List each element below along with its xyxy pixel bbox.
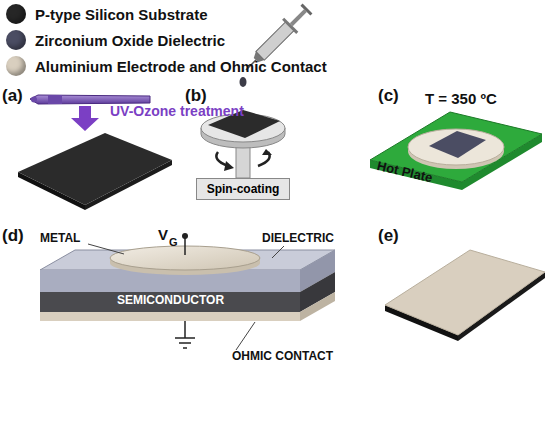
substrate-e: [385, 250, 545, 341]
voltage-subscript: G: [169, 236, 178, 249]
legend-swatch: [6, 56, 26, 76]
process-label: UV-Ozone treatment: [110, 103, 244, 119]
layer-label: DIELECTRIC: [262, 232, 334, 246]
layer-label: SEMICONDUCTOR: [117, 294, 224, 308]
layer-label: OHMIC CONTACT: [232, 350, 333, 364]
drop: [240, 77, 247, 87]
legend-text: Aluminium Electrode and Ohmic Contact: [35, 58, 327, 75]
legend-swatch: [6, 4, 26, 24]
hot-plate-shape: [365, 108, 547, 204]
hot-plate: Hot Plate: [365, 108, 547, 204]
temperature-label: T = 350 ºC: [425, 90, 497, 107]
uv-lamp: [30, 95, 150, 104]
panel-letter: (c): [378, 86, 399, 106]
panel-letter: (a): [2, 86, 23, 106]
coated-substrate: [429, 131, 486, 158]
plate-disk: [408, 129, 504, 165]
node-text: Spin-coating: [207, 182, 280, 196]
process-box: Spin-coating: [196, 178, 290, 200]
legend-text: Zirconium Oxide Dielectric: [35, 32, 225, 49]
panel-letter: (b): [185, 86, 207, 106]
legend-swatch: [6, 30, 26, 50]
mos-cross-section: [40, 233, 335, 350]
panel-letter: (e): [378, 226, 399, 246]
uv-arrow: [71, 106, 99, 131]
legend-entry: P-type Silicon Substrate: [6, 4, 208, 24]
substrate-a: [18, 133, 172, 210]
layer-label: METAL: [40, 232, 80, 246]
panel-letter: (d): [2, 226, 24, 246]
legend-entry: Aluminium Electrode and Ohmic Contact: [6, 56, 327, 76]
voltage-symbol: V: [158, 226, 168, 243]
spin-coater: [201, 110, 285, 178]
legend-entry: Zirconium Oxide Dielectric: [6, 30, 225, 50]
legend-text: P-type Silicon Substrate: [35, 6, 208, 23]
